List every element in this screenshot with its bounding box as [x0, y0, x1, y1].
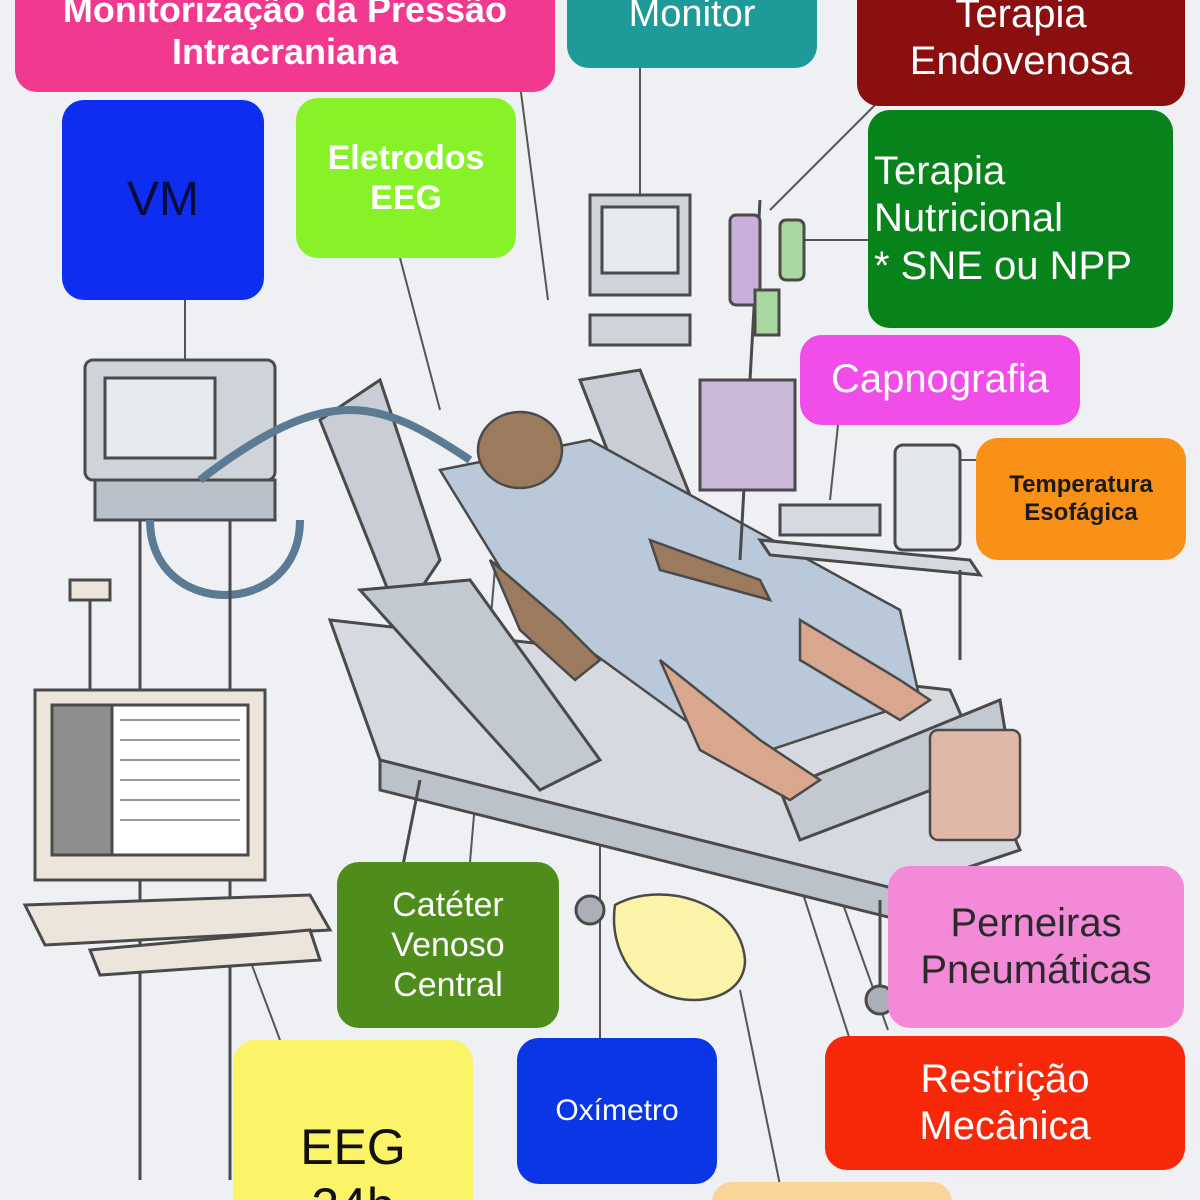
label-capnografia: Capnografia: [800, 335, 1080, 425]
eeg-computer: [22, 578, 333, 977]
label-eeg-24h: EEG 24h: [233, 1040, 473, 1200]
label-pic-line-2: Intracraniana: [171, 31, 399, 72]
label-terapia-endovenosa-line-2: Endovenosa: [909, 39, 1133, 83]
label-oximetro: Oxímetro: [517, 1038, 717, 1184]
label-vm: VM: [62, 100, 264, 300]
patient-monitor: [588, 193, 692, 347]
label-cateter-venoso-central-line-2: Venoso: [391, 925, 505, 964]
label-eeg-24h-line-1: EEG: [300, 1119, 406, 1175]
label-restricao-mecanica-line-2: Mecânica: [919, 1104, 1091, 1148]
label-terapia-nutricional-line-2: Nutricional: [874, 196, 1063, 241]
label-capnografia-line-1: Capnografia: [831, 357, 1049, 402]
label-terapia-nutricional-line-1: Terapia: [874, 149, 1006, 194]
label-cateter-venoso-central-line-1: Catéter: [392, 885, 504, 924]
urine-bag: [612, 893, 747, 1002]
label-terapia-endovenosa: Terapia Endovenosa: [857, 0, 1185, 106]
label-eletrodos-eeg-line-1: Eletrodos: [327, 138, 485, 177]
label-vm-line-1: VM: [127, 172, 199, 226]
label-sonda-vesical: [712, 1182, 952, 1200]
label-monitor: Monitor: [567, 0, 817, 68]
label-temperatura-esofagica-line-2: Esofágica: [1024, 499, 1138, 526]
label-cateter-venoso-central-line-3: Central: [393, 966, 503, 1005]
label-temperatura-esofagica-line-1: Temperatura: [1009, 470, 1153, 498]
label-monitor-line-1: Monitor: [628, 0, 756, 35]
label-eletrodos-eeg-line-2: EEG: [370, 179, 442, 217]
label-pic-line-1: Monitorização da Pressão: [62, 0, 508, 30]
label-perneiras-pneumaticas-line-1: Perneiras: [950, 900, 1122, 945]
ventilator: [83, 358, 473, 1180]
label-perneiras-pneumaticas: Perneiras Pneumáticas: [888, 866, 1184, 1028]
side-table: [757, 443, 983, 660]
patient: [437, 410, 933, 802]
label-eeg-24h-line-2: 24h: [311, 1177, 394, 1200]
label-oximetro-line-1: Oxímetro: [555, 1094, 679, 1128]
label-restricao-mecanica: Restrição Mecânica: [825, 1036, 1185, 1170]
iv-pole: [698, 199, 806, 561]
pneumatic-pump: [928, 728, 1022, 842]
label-temperatura-esofagica: Temperatura Esofágica: [976, 438, 1186, 560]
label-eletrodos-eeg: Eletrodos EEG: [296, 98, 516, 258]
label-restricao-mecanica-line-1: Restrição: [920, 1056, 1090, 1101]
label-cateter-venoso-central: Catéter Venoso Central: [337, 862, 559, 1028]
label-terapia-nutricional: Terapia Nutricional * SNE ou NPP: [868, 110, 1173, 328]
label-terapia-nutricional-line-3: * SNE ou NPP: [874, 243, 1132, 288]
label-perneiras-pneumaticas-line-2: Pneumáticas: [920, 948, 1152, 992]
label-terapia-endovenosa-line-1: Terapia: [955, 0, 1087, 36]
label-pic: Monitorização da Pressão Intracraniana: [15, 0, 555, 92]
